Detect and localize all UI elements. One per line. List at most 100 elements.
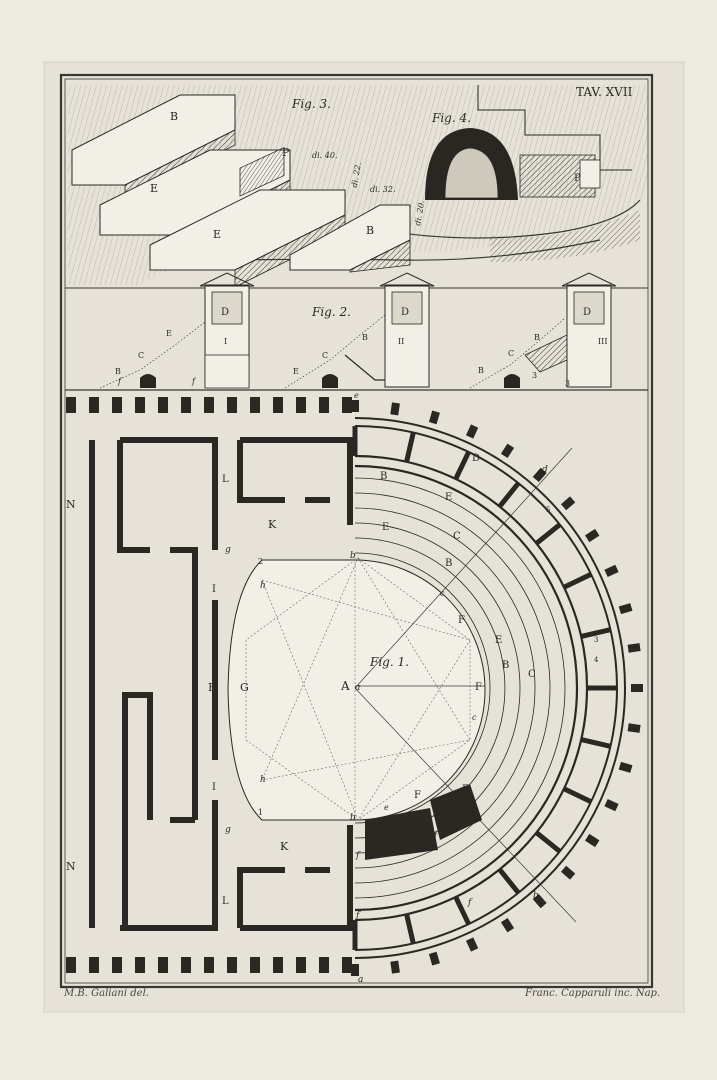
fig2-s2-d: D [401, 307, 409, 318]
fig1-title: Fig. 1. [369, 655, 409, 669]
arcade-pier [627, 643, 641, 653]
fig3-dim-32: di. 32. [370, 185, 396, 194]
fig4-title: Fig. 4. [431, 111, 471, 125]
fig1-label-f-small-3: f [433, 831, 439, 841]
fig2-s3-d: D [583, 307, 591, 318]
fig1-label-k-lower: K [280, 840, 289, 853]
fig1-label-h-small-upper: h [260, 581, 266, 591]
pier-top [135, 397, 145, 413]
fig2-s1-f-right: f [191, 377, 197, 386]
radial-wall [580, 737, 611, 749]
fig1-label-d-small: d [542, 465, 548, 475]
fig2-s2-numeral: II [398, 337, 404, 346]
pier-top [112, 397, 122, 413]
fig1-label-i-lower: I [212, 782, 216, 793]
fig1-label-i-upper: I [212, 584, 216, 595]
fig1-label-g-small-lower: g [225, 825, 231, 835]
fig1-label-b-1: B [380, 471, 387, 482]
axis-line-upper [354, 447, 573, 689]
fig2-s1-c: C [138, 351, 144, 360]
pier-top [66, 397, 76, 413]
pier-bottom [112, 957, 122, 973]
plate-frame [59, 73, 654, 989]
fig1-label-two: 2 [258, 557, 263, 566]
radial-wall [580, 627, 611, 639]
fig3-label-e-upper: E [150, 182, 158, 195]
pier-bottom [319, 957, 329, 973]
fig1-label-f-small-2: f [355, 911, 361, 921]
fig1-label-n-upper: N [66, 498, 76, 511]
credit-draughtsman: M.B. Galiani del. [64, 988, 149, 999]
fig1-label-l-lower: L [222, 896, 229, 907]
fig1-label-f-1: F [458, 615, 465, 626]
arcade-pier [428, 410, 440, 425]
seat-row-arc [354, 492, 551, 884]
arcade-pier [351, 964, 359, 976]
fig1-label-g: G [240, 681, 249, 694]
pier-bottom [181, 957, 191, 973]
arcade-pier [604, 798, 619, 812]
fig2-sections [99, 272, 617, 389]
radial-wall [534, 830, 562, 854]
fig1-label-e-small-bottom: e [384, 803, 389, 812]
fig1-label-f-2: F [475, 682, 482, 693]
fig2-s3-three-a: 3 [532, 371, 537, 380]
fig1-pier-rows [66, 397, 352, 973]
arcade-pier [500, 443, 515, 459]
fig1-label-c-2: C [528, 669, 536, 680]
fig3-label-b-lower: B [366, 224, 374, 237]
seat-row-arc [354, 507, 536, 869]
fig1-label-c-1: C [453, 531, 461, 542]
fig1-label-l-upper: L [222, 474, 229, 485]
seat-row-arc [354, 477, 566, 899]
fig3-stepped-seating-blocks [71, 94, 411, 288]
pier-top [319, 397, 329, 413]
pier-bottom [204, 957, 214, 973]
radial-wall [497, 481, 521, 509]
arcade-pier [428, 951, 440, 966]
dark-wedge-1 [365, 808, 438, 860]
radial-wall [404, 913, 416, 944]
fig1-label-h-small-lower: h [260, 775, 266, 785]
arcade-pier [627, 723, 641, 733]
fig3-dim-22: di. 22. [350, 162, 363, 189]
fig1-label-c-small-2: c [472, 713, 477, 722]
pier-bottom [250, 957, 260, 973]
pier-bottom [227, 957, 237, 973]
radial-wall [404, 432, 416, 463]
fig3-dim-20: di. 20. [413, 200, 426, 227]
pier-top [273, 397, 283, 413]
arcade-pier [390, 402, 400, 416]
arcade-pier [465, 424, 479, 439]
fig1-label-b-small-lower: b [350, 813, 356, 823]
fig1-label-c-small-1: c [440, 589, 445, 598]
arcade-pier [604, 564, 619, 578]
fig2-s2-c: C [322, 351, 328, 360]
fig4-label-p: P [574, 173, 581, 184]
pier-bottom [296, 957, 306, 973]
fig2-s1-numeral: I [224, 337, 227, 346]
fig3-label-e-lower: E [213, 228, 221, 241]
fig1-label-one: 1 [258, 808, 263, 817]
fig1-label-e-4: E [462, 784, 469, 795]
fig1-label-b-2: B [445, 558, 452, 569]
fig1-label-d: D [472, 453, 480, 464]
arcade-pier [631, 684, 643, 692]
fig2-s1-d: D [221, 307, 229, 318]
arcade-pier [532, 893, 547, 909]
fig1-label-a-small-bottom: a [358, 975, 363, 985]
pier-bottom [135, 957, 145, 973]
fig2-s3-b-lower: B [478, 366, 484, 375]
fig1-label-n-lower: N [66, 860, 76, 873]
fig3-label-b-top: B [170, 110, 178, 123]
fig1-label-f-3: F [414, 790, 421, 801]
fig2-s1-f-left: f [117, 377, 123, 386]
fig2-section-3 [469, 272, 617, 389]
fig2-section-1 [99, 272, 255, 389]
arcade-pier [465, 937, 479, 952]
pier-top [342, 397, 352, 413]
fig2-s1-b: B [115, 367, 121, 376]
fig1-label-e-1: E [445, 492, 452, 503]
pier-top [296, 397, 306, 413]
